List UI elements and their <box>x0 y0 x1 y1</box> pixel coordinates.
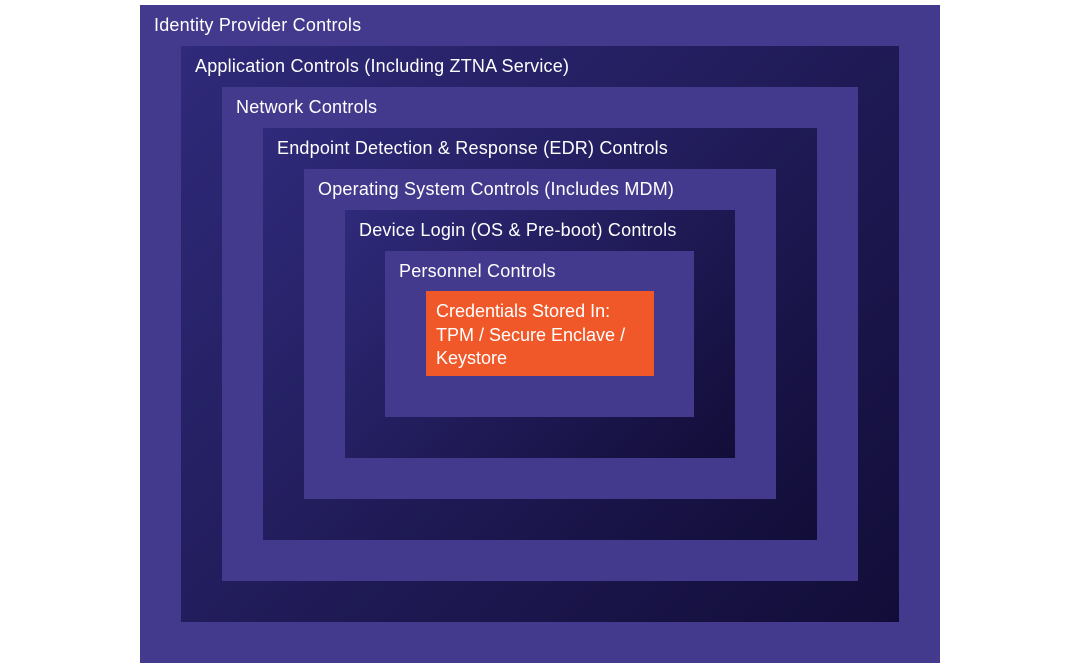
core-line: Keystore <box>436 348 508 368</box>
layer-label: Endpoint Detection & Response (EDR) Cont… <box>277 138 668 158</box>
layer-label: Network Controls <box>236 97 378 117</box>
layer-label: Application Controls (Including ZTNA Ser… <box>195 56 570 76</box>
credentials-core-box: Credentials Stored In: TPM / Secure Encl… <box>426 291 654 376</box>
layer-label: Operating System Controls (Includes MDM) <box>318 179 675 199</box>
layer-label: Device Login (OS & Pre-boot) Controls <box>359 220 677 240</box>
core-line: Credentials Stored In: <box>436 301 611 321</box>
layer-label: Personnel Controls <box>399 261 556 281</box>
layer-label: Identity Provider Controls <box>154 15 362 35</box>
core-line: TPM / Secure Enclave / <box>436 324 626 345</box>
